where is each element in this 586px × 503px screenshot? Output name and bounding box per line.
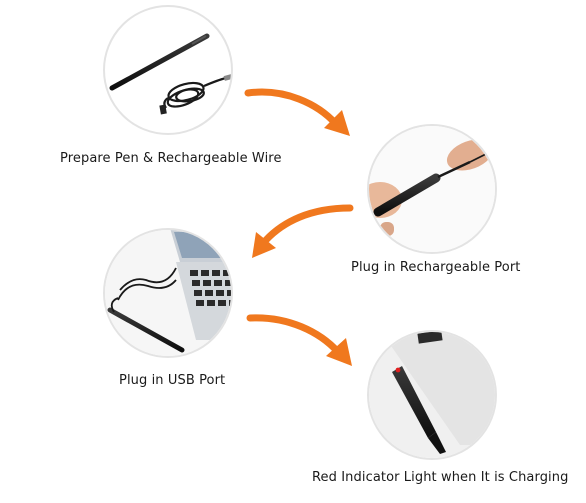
- step-1-photo: [103, 5, 233, 135]
- step-2-photo: [367, 124, 497, 254]
- arrow-3-to-4: [246, 314, 352, 366]
- step-4-photo: [367, 330, 497, 460]
- step-1-caption: Prepare Pen & Rechargeable Wire: [60, 151, 282, 166]
- step-2-caption: Plug in Rechargeable Port: [351, 260, 521, 275]
- step-4-caption: Red Indicator Light when It is Charging: [312, 470, 569, 485]
- step-1-circle: [103, 5, 233, 135]
- pen-and-cable-icon: [109, 33, 231, 115]
- pen-on-tablet-icon: [369, 332, 495, 458]
- step-3-caption: Plug in USB Port: [119, 373, 226, 388]
- arrow-1-to-2: [244, 88, 350, 136]
- step-3-photo: [103, 228, 233, 358]
- red-indicator-light-icon: [395, 367, 401, 373]
- arrow-2-to-3: [252, 204, 354, 258]
- pen-plugged-into-laptop-icon: [105, 230, 231, 356]
- hands-plugging-pen-icon: [369, 126, 495, 252]
